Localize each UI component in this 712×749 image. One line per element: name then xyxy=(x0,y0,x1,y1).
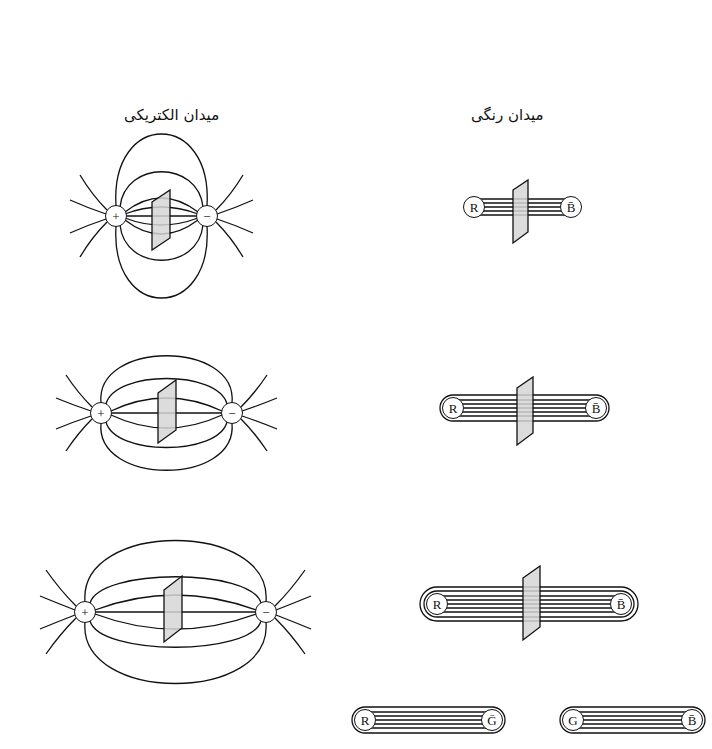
electric-charge: + xyxy=(74,601,96,623)
charge-symbol: B̄ xyxy=(592,402,601,415)
color-charge: R xyxy=(354,709,376,731)
charge-symbol: R xyxy=(470,201,479,214)
charge-symbol: + xyxy=(112,210,119,223)
color-charge: R xyxy=(463,196,485,218)
color-charge: B̄ xyxy=(560,196,582,218)
color-flux-tube xyxy=(420,566,638,640)
electric-field-lines xyxy=(70,134,253,298)
charge-symbol: B̄ xyxy=(617,598,626,611)
charge-symbol: + xyxy=(97,407,104,420)
charge-symbol: − xyxy=(228,407,235,420)
charge-symbol: Ḡ xyxy=(487,714,496,727)
charge-symbol: R xyxy=(449,402,458,415)
electric-field-lines xyxy=(56,356,277,471)
color-flux-tube xyxy=(474,180,571,243)
electric-charge: − xyxy=(255,601,277,623)
color-charge: Ḡ xyxy=(481,709,503,731)
electric-charge: − xyxy=(196,205,218,227)
charge-symbol: − xyxy=(203,210,210,223)
charge-symbol: + xyxy=(81,606,88,619)
electric-charge: + xyxy=(105,205,127,227)
charge-symbol: R xyxy=(361,714,370,727)
charge-symbol: G xyxy=(568,714,577,727)
column-heading: میدان الکتریکی xyxy=(124,106,219,124)
electric-charge: − xyxy=(221,402,243,424)
color-charge: R xyxy=(426,593,448,615)
color-charge: B̄ xyxy=(610,593,632,615)
charge-symbol: B̄ xyxy=(688,714,697,727)
color-charge: R xyxy=(442,397,464,419)
column-heading: میدان رنگی xyxy=(471,106,544,124)
charge-symbol: − xyxy=(262,606,269,619)
charge-symbol: B̄ xyxy=(567,201,576,214)
color-charge: B̄ xyxy=(681,709,703,731)
charge-symbol: R xyxy=(433,598,442,611)
color-charge: B̄ xyxy=(585,397,607,419)
field-line xyxy=(584,719,681,720)
color-charge: G xyxy=(562,709,584,731)
color-flux-tube xyxy=(352,707,705,733)
electric-field-lines xyxy=(40,541,311,684)
field-line xyxy=(376,719,481,720)
electric-charge: + xyxy=(90,402,112,424)
color-flux-tube xyxy=(440,377,609,445)
